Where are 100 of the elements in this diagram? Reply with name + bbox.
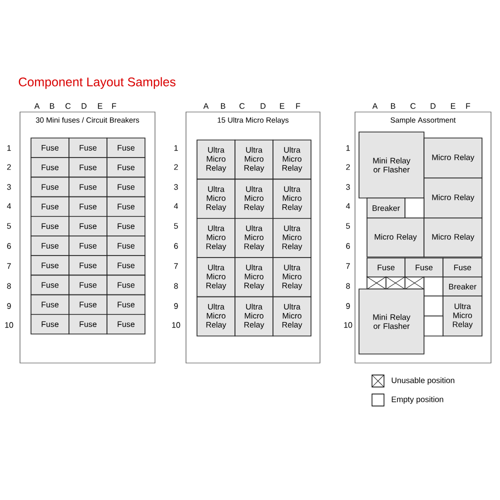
row-number: 9: [174, 303, 178, 309]
component-cell: Fuse: [68, 236, 108, 256]
row-number: 4: [174, 203, 178, 209]
component-cell: Fuse: [68, 255, 108, 276]
component-cell: Fuse: [68, 176, 108, 198]
row-number: 10: [172, 322, 180, 328]
column-letter: A: [203, 103, 209, 109]
component-cell: Fuse: [30, 157, 70, 178]
row-number: 1: [174, 145, 178, 151]
column-letter: B: [221, 103, 226, 109]
component-cell: Ultra Micro Relay: [234, 140, 274, 180]
component-cell: Fuse: [30, 255, 70, 276]
component-cell: Ultra Micro Relay: [234, 218, 274, 258]
row-number: 2: [174, 164, 178, 170]
component-cell: Fuse: [68, 314, 108, 334]
component-cell: Ultra Micro Relay: [234, 296, 274, 336]
component-cell: Fuse: [30, 294, 70, 315]
component-cell: Ultra Micro Relay: [234, 178, 274, 219]
row-number: 8: [174, 283, 178, 289]
column-letter: D: [82, 103, 86, 109]
row-number: 3: [346, 184, 350, 190]
component-cell: Fuse: [442, 258, 482, 278]
row-number: 3: [174, 184, 178, 190]
component-cell: Fuse: [68, 216, 108, 236]
row-number: 10: [5, 322, 14, 328]
component-cell: Fuse: [68, 274, 108, 296]
component-cell: Fuse: [106, 216, 146, 236]
component-cell: Fuse: [106, 196, 146, 217]
column-letter: A: [34, 103, 40, 109]
row-number: 2: [7, 164, 11, 170]
component-cell: Ultra Micro Relay: [196, 178, 236, 219]
legend-label: Empty position: [392, 396, 444, 404]
row-number: 7: [7, 263, 11, 269]
component-cell: Breaker: [442, 276, 482, 296]
row-number: 5: [346, 223, 350, 229]
component-cell: Micro Relay: [424, 138, 482, 178]
component-cell: Ultra Micro Relay: [272, 296, 312, 336]
row-number: 6: [7, 243, 11, 249]
component-cell: Ultra Micro Relay: [272, 218, 312, 258]
component-cell: Fuse: [106, 157, 146, 178]
unusable-cell: [404, 276, 425, 290]
component-cell: Micro Relay: [424, 178, 482, 218]
component-cell: Fuse: [30, 216, 70, 236]
component-cell: Fuse: [106, 138, 146, 158]
column-letter: E: [451, 103, 456, 109]
row-number: 7: [346, 263, 350, 269]
column-letter: C: [410, 103, 416, 109]
component-cell: Ultra Micro Relay: [196, 257, 236, 298]
component-cell: Fuse: [106, 294, 146, 315]
row-number: 5: [7, 223, 11, 229]
column-letter: E: [280, 103, 284, 109]
component-cell: Fuse: [68, 138, 108, 158]
component-cell: Ultra Micro Relay: [234, 257, 274, 298]
column-letter: A: [372, 103, 378, 109]
component-cell: Fuse: [106, 236, 146, 256]
component-cell: Mini Relay or Flasher: [358, 288, 424, 354]
component-cell: Fuse: [106, 255, 146, 276]
component-cell: Fuse: [68, 157, 108, 178]
column-letter: D: [260, 103, 266, 109]
component-cell: Fuse: [404, 258, 444, 278]
empty-cell: [404, 198, 424, 218]
component-cell: Fuse: [30, 138, 70, 158]
component-cell: Fuse: [106, 274, 146, 296]
component-cell: Ultra Micro Relay: [272, 178, 312, 219]
component-cell: Fuse: [30, 236, 70, 256]
component-cell: Ultra Micro Relay: [272, 257, 312, 298]
row-number: 3: [7, 184, 11, 190]
unusable-cell: [366, 276, 387, 290]
column-letter: B: [391, 103, 396, 109]
row-number: 2: [346, 164, 350, 170]
component-cell: Fuse: [106, 314, 146, 334]
component-cell: Ultra Micro Relay: [272, 140, 312, 180]
column-letter: B: [50, 103, 54, 109]
component-cell: Fuse: [30, 176, 70, 198]
unusable-cell: [385, 276, 406, 290]
row-number: 1: [7, 145, 11, 151]
component-cell: Fuse: [30, 314, 70, 334]
component-cell: Ultra Micro Relay: [196, 218, 236, 258]
row-number: 8: [346, 283, 350, 289]
column-letter: E: [98, 103, 102, 109]
component-cell: Fuse: [30, 274, 70, 296]
row-number: 4: [6, 203, 11, 209]
column-letter: F: [112, 103, 116, 109]
column-letter: C: [66, 103, 71, 109]
row-number: 9: [7, 303, 11, 309]
column-letter: D: [430, 103, 436, 109]
component-cell: Fuse: [106, 176, 146, 198]
row-number: 8: [7, 283, 11, 289]
legend-label: Unusable position: [392, 377, 454, 385]
column-letter: C: [240, 103, 245, 109]
row-number: 7: [174, 263, 178, 269]
column-letter: F: [296, 103, 300, 109]
column-letter: F: [466, 103, 470, 109]
row-number: 6: [174, 243, 178, 249]
row-number: 1: [346, 145, 350, 151]
row-number: 4: [346, 203, 350, 209]
row-number: 9: [346, 303, 350, 309]
row-number: 6: [346, 243, 350, 249]
title: Component Layout Samples: [18, 77, 176, 89]
row-number: 5: [174, 223, 178, 229]
